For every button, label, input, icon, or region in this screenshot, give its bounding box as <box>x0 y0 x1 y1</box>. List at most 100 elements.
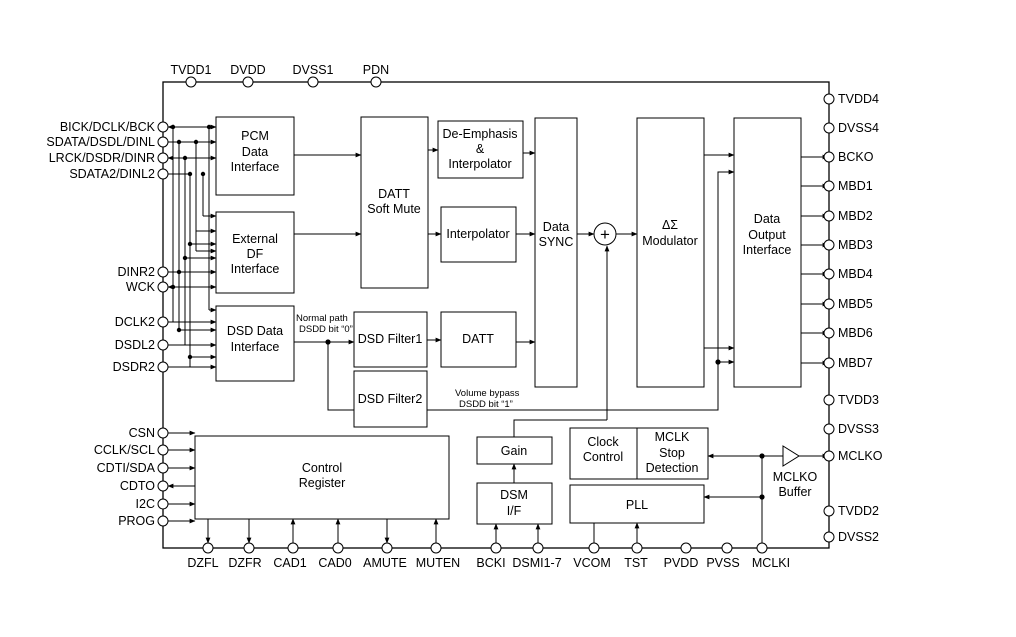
pin-label: VCOM <box>573 556 611 570</box>
svg-text:DSM: DSM <box>500 488 528 502</box>
pin-label: CAD1 <box>273 556 306 570</box>
svg-text:Interpolator: Interpolator <box>448 157 511 171</box>
svg-text:Register: Register <box>299 476 346 490</box>
pin-bcko: BCKO <box>823 150 874 164</box>
pin-label: DVDD <box>230 63 265 77</box>
pin-mbd7: MBD7 <box>823 356 873 370</box>
svg-text:DSD Data: DSD Data <box>227 324 283 338</box>
pin-label: BICK/DCLK/BCK <box>60 120 156 134</box>
pin-label: MBD7 <box>838 356 873 370</box>
svg-text:Data: Data <box>242 145 268 159</box>
svg-text:Normal path: Normal path <box>296 313 348 324</box>
svg-text:DSDD bit “1”: DSDD bit “1” <box>459 399 513 410</box>
svg-text:MCLKO: MCLKO <box>773 470 818 484</box>
svg-text:Clock: Clock <box>587 435 619 449</box>
pin-label: MBD6 <box>838 326 873 340</box>
pin-dvss1: DVSS1 <box>293 63 334 88</box>
pin-label: TVDD2 <box>838 504 879 518</box>
svg-text:Control: Control <box>302 461 342 475</box>
summing-node: + <box>593 222 617 246</box>
svg-text:I/F: I/F <box>507 504 522 518</box>
volume-bypass-note: Volume bypass DSDD bit “1” <box>455 388 520 410</box>
svg-text:DATT: DATT <box>462 332 494 346</box>
svg-text:Data: Data <box>543 220 569 234</box>
pin-muten: MUTEN <box>416 542 460 570</box>
svg-text:Data: Data <box>754 212 780 226</box>
svg-text:Interface: Interface <box>743 243 792 257</box>
svg-text:Modulator: Modulator <box>642 234 698 248</box>
svg-text:Stop: Stop <box>659 446 685 460</box>
pll-block: PLL <box>569 484 705 524</box>
pin-cdti-sda: CDTI/SDA <box>97 461 169 475</box>
pin-mclko: MCLKO <box>823 449 883 463</box>
pin-label: MCLKO <box>838 449 883 463</box>
de-emphasis-interpolator: De-Emphasis & Interpolator <box>437 120 524 179</box>
pin-bick-dclk-bck: BICK/DCLK/BCK <box>60 120 169 134</box>
pin-label: LRCK/DSDR/DINR <box>49 151 155 165</box>
pin-dvss3: DVSS3 <box>823 422 879 436</box>
svg-text:DSD Filter1: DSD Filter1 <box>358 332 423 346</box>
pin-label: CCLK/SCL <box>94 443 155 457</box>
pin-tvdd3: TVDD3 <box>823 393 879 407</box>
pin-dsdl2: DSDL2 <box>115 338 169 352</box>
pin-label: MBD4 <box>838 267 873 281</box>
svg-text:Detection: Detection <box>646 461 699 475</box>
svg-text:DF: DF <box>247 247 264 261</box>
pin-label: DCLK2 <box>115 315 155 329</box>
gain-block: Gain <box>476 436 553 465</box>
data-sync: Data SYNC <box>534 117 578 388</box>
pin-label: MBD2 <box>838 209 873 223</box>
pin-cad0: CAD0 <box>318 542 352 570</box>
svg-text:+: + <box>600 225 610 244</box>
pin-label: TST <box>624 556 648 570</box>
pin-label: TVDD3 <box>838 393 879 407</box>
pin-label: I2C <box>136 497 155 511</box>
pin-prog: PROG <box>118 514 169 528</box>
pin-label: CDTI/SDA <box>97 461 156 475</box>
svg-text:ΔΣ: ΔΣ <box>662 218 678 232</box>
pin-label: DSDR2 <box>113 360 155 374</box>
svg-text:DSD Filter2: DSD Filter2 <box>358 392 423 406</box>
clock-control: Clock Control <box>569 427 638 480</box>
pin-mbd2: MBD2 <box>823 209 873 223</box>
svg-text:Gain: Gain <box>501 444 527 458</box>
pin-csn: CSN <box>129 426 169 440</box>
mclk-stop-detection: MCLK Stop Detection <box>636 427 709 480</box>
pin-label: MUTEN <box>416 556 460 570</box>
pin-label: DINR2 <box>117 265 155 279</box>
pin-cdto: CDTO <box>120 479 169 493</box>
pin-label: DVSS1 <box>293 63 334 77</box>
pin-label: DVSS4 <box>838 121 879 135</box>
pin-tvdd1: TVDD1 <box>171 63 212 88</box>
pin-label: DSMI1-7 <box>512 556 561 570</box>
dsd-filter2: DSD Filter2 <box>353 370 428 428</box>
svg-text:External: External <box>232 232 278 246</box>
pin-tvdd2: TVDD2 <box>823 504 879 518</box>
junction-dots <box>170 124 765 500</box>
pin-cad1: CAD1 <box>273 542 307 570</box>
dsd-filter1: DSD Filter1 <box>353 311 428 368</box>
pin-mbd5: MBD5 <box>823 297 873 311</box>
pin-pvss: PVSS <box>706 542 740 570</box>
pin-label: TVDD4 <box>838 92 879 106</box>
external-df-interface: External DF Interface <box>215 211 295 294</box>
pcm-data-interface: PCM Data Interface <box>215 116 295 196</box>
pin-amute: AMUTE <box>363 542 407 570</box>
pin-bcki: BCKI <box>476 542 506 570</box>
svg-text:Interface: Interface <box>231 160 280 174</box>
mclko-buffer: MCLKO Buffer <box>773 445 818 499</box>
pin-label: MCLKI <box>752 556 790 570</box>
datt-block: DATT <box>440 311 517 368</box>
pin-pdn: PDN <box>363 63 389 88</box>
pin-label: DSDL2 <box>115 338 155 352</box>
pin-label: MBD5 <box>838 297 873 311</box>
pin-mbd3: MBD3 <box>823 238 873 252</box>
pin-sdata2-dinl2: SDATA2/DINL2 <box>69 167 169 181</box>
pin-dsdr2: DSDR2 <box>113 360 169 374</box>
pin-label: BCKI <box>476 556 505 570</box>
pin-mbd6: MBD6 <box>823 326 873 340</box>
control-register: Control Register <box>194 435 450 520</box>
pin-label: MBD1 <box>838 179 873 193</box>
pin-label: SDATA2/DINL2 <box>69 167 155 181</box>
